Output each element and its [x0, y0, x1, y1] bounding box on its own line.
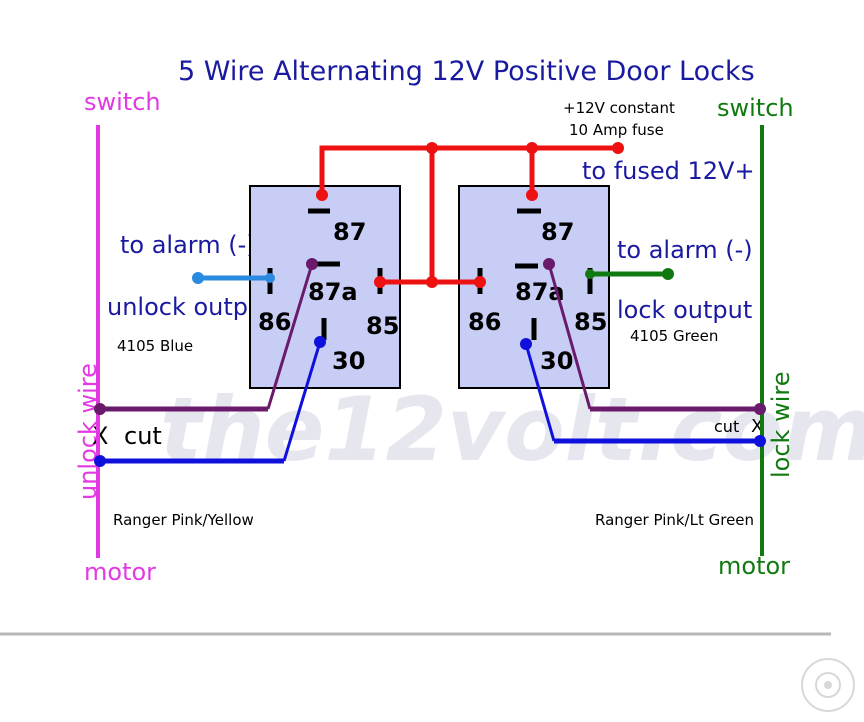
relay-left: [249, 185, 401, 389]
watermark: the12volt.com: [160, 378, 864, 481]
corner-logo: [801, 658, 855, 712]
right-switch-label: switch: [717, 94, 794, 122]
left-cut-label: cut: [124, 422, 162, 450]
relay-left-86-dot: [265, 273, 275, 283]
unlock-output-label: unlock output: [107, 293, 273, 321]
right-module-wire-label: 4105 Green: [630, 327, 718, 345]
left-vehicle-wire-label: Ranger Pink/Yellow: [113, 511, 254, 529]
left-switch-label: switch: [84, 88, 161, 116]
left-purple-dot: [94, 403, 106, 415]
relay-right-label-85: 85: [574, 308, 607, 336]
relay-right-30-dot: [520, 338, 532, 350]
relay-right-label-87: 87: [541, 218, 574, 246]
right-cut-label: cut: [714, 417, 739, 436]
left-blue-dot: [94, 455, 106, 467]
unlock-output-dot: [192, 272, 204, 284]
right-motor-label: motor: [718, 552, 790, 580]
relay-right-87a-dot: [543, 258, 555, 270]
lock-output-dot: [662, 268, 674, 280]
to-fused-label: to fused 12V+: [582, 157, 755, 185]
relay-left-label-87: 87: [333, 218, 366, 246]
relay-right-label-30: 30: [540, 347, 573, 375]
right-purple-87a-wire: [547, 263, 592, 410]
relay-left-87a-dot: [306, 258, 318, 270]
left-cut-x: X: [92, 422, 108, 450]
relay-left-30-dot: [314, 336, 326, 348]
junction-dot: [526, 142, 538, 154]
relay-left-label-87a: 87a: [308, 278, 358, 306]
power-bus-wire: [319, 145, 618, 196]
power-constant-label: +12V constant: [563, 99, 675, 117]
left-purple-87a-wire: [266, 263, 314, 410]
left-to-alarm-label: to alarm (-): [120, 231, 256, 259]
junction-dot: [474, 276, 486, 288]
lock-output-label: lock output: [617, 296, 752, 324]
right-blue-dot: [754, 435, 766, 447]
relay-left-label-85: 85: [366, 312, 399, 340]
junction-dot: [426, 142, 438, 154]
left-motor-label: motor: [84, 558, 156, 586]
relay-right-85-dot: [585, 269, 595, 279]
right-vehicle-wire-label: Ranger Pink/Lt Green: [595, 511, 754, 529]
diagram-title: 5 Wire Alternating 12V Positive Door Loc…: [178, 56, 755, 87]
left-module-wire-label: 4105 Blue: [117, 337, 193, 355]
right-purple-dot: [754, 403, 766, 415]
left-blue-30-wire: [282, 341, 322, 462]
junction-dot: [374, 276, 386, 288]
lock-wire-label: lock wire: [767, 372, 795, 478]
right-to-alarm-label: to alarm (-): [617, 236, 753, 264]
junction-dot: [426, 276, 438, 288]
relay-right-label-86: 86: [468, 308, 501, 336]
junction-dot: [526, 189, 538, 201]
junction-dot: [316, 189, 328, 201]
junction-dot: [612, 142, 624, 154]
relay-right: [458, 185, 610, 389]
relay-left-label-86: 86: [258, 308, 291, 336]
relay-left-label-30: 30: [332, 347, 365, 375]
right-blue-30-wire: [524, 343, 556, 442]
power-fuse-label: 10 Amp fuse: [569, 121, 664, 139]
power-junction-dots: [316, 142, 624, 288]
